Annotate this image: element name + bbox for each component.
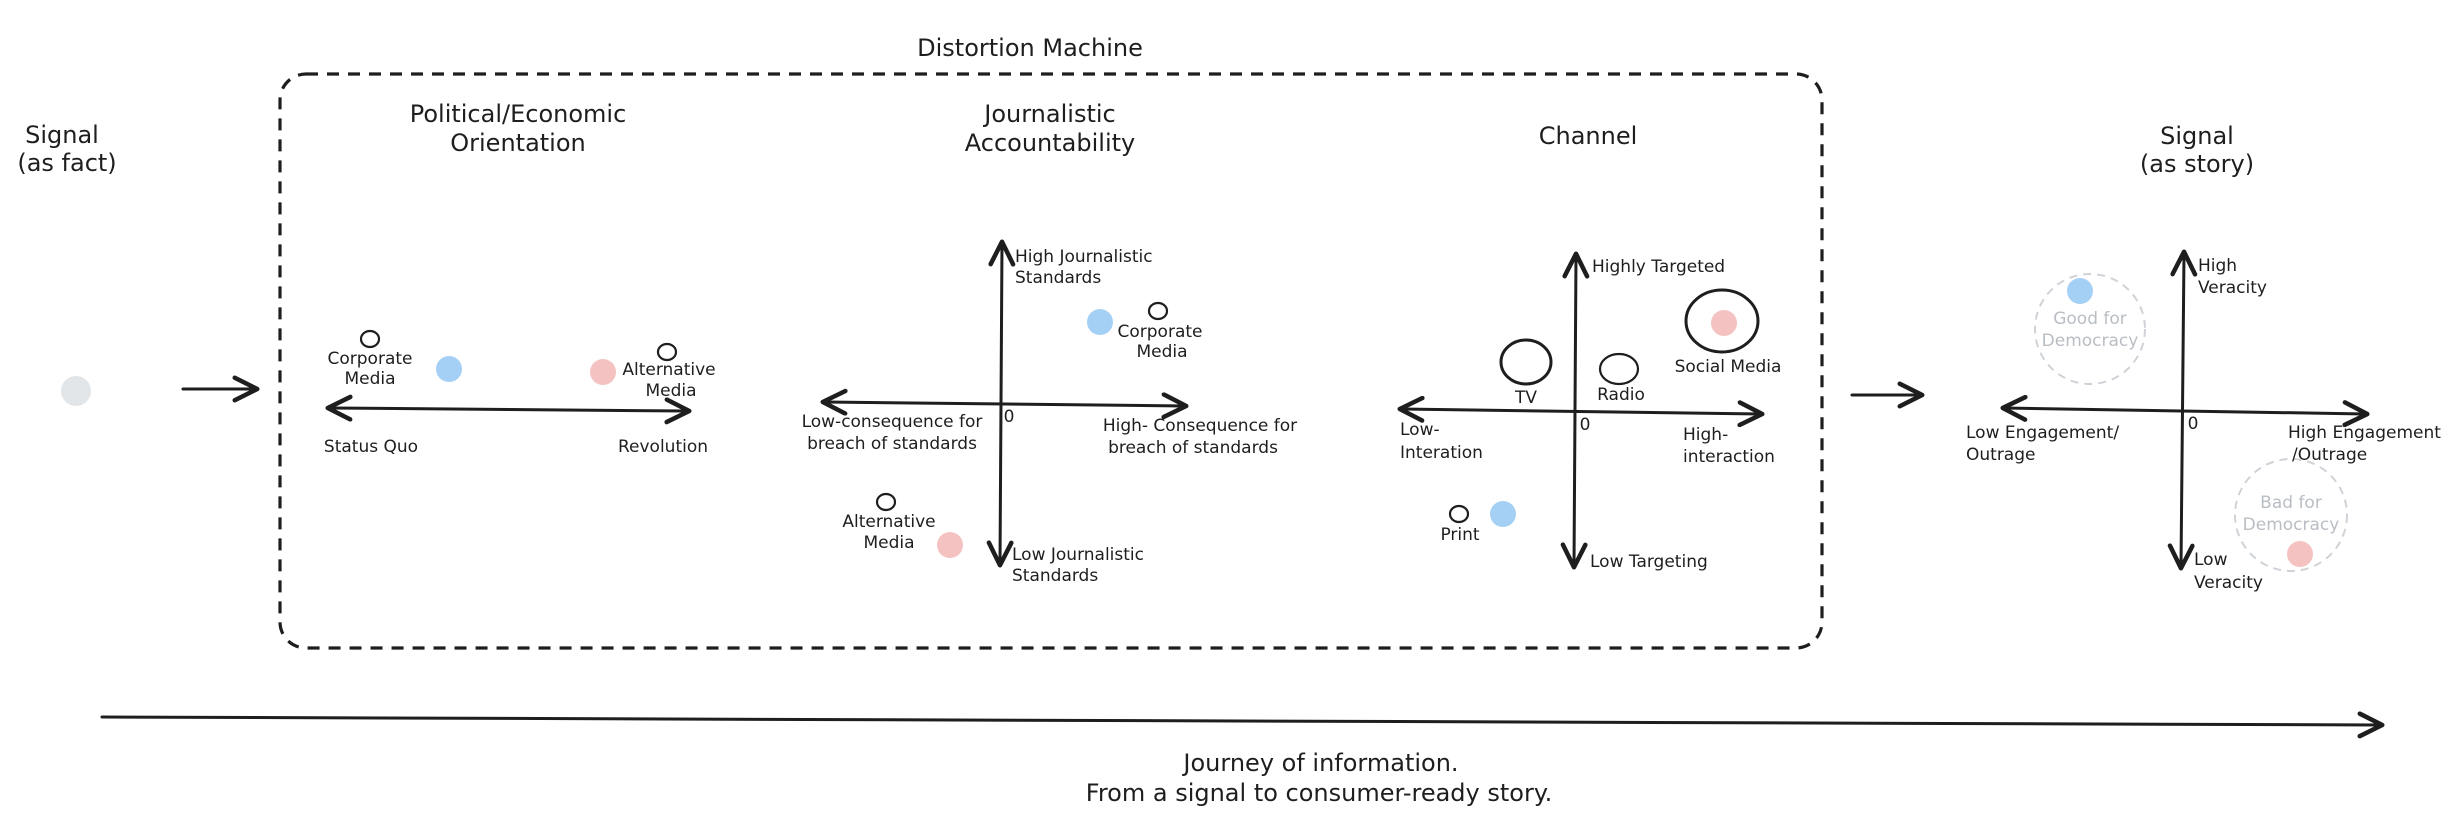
journalistic-left-line2: breach of standards <box>807 434 977 454</box>
journalistic-corporate-line2: Media <box>1136 342 1187 362</box>
channel-tv-label: TV <box>1514 388 1537 408</box>
channel-blue-dot <box>1490 501 1516 527</box>
political-corporate-line1: Corporate <box>328 349 413 369</box>
journalistic-alternative-line1: Alternative <box>842 512 935 532</box>
journalistic-pink-dot <box>937 532 963 558</box>
political-pink-dot <box>590 359 616 385</box>
political-title-line1: Political/Economic <box>410 100 627 128</box>
journalistic-title-line2: Accountability <box>965 129 1135 157</box>
channel-social-label: Social Media <box>1675 357 1782 377</box>
channel-pink-dot <box>1711 310 1737 336</box>
story-left-line1: Low Engagement/ <box>1966 423 2119 443</box>
machine-frame <box>278 72 1824 650</box>
signal-fact-line2: (as fact) <box>17 149 116 177</box>
journalistic-right-line1: High- Consequence for <box>1103 416 1297 436</box>
story-blue-dot <box>2067 278 2093 304</box>
story-bottom-line2: Veracity <box>2194 573 2263 593</box>
bad-for-democracy-line2: Democracy <box>2243 515 2340 535</box>
channel-right-line2: interaction <box>1683 447 1775 467</box>
channel-left-line2: Interation <box>1400 443 1483 463</box>
journalistic-corporate-line1: Corporate <box>1118 322 1203 342</box>
channel-print-label: Print <box>1440 525 1479 545</box>
political-left-label: Status Quo <box>324 437 418 457</box>
journalistic-bottom-line2: Standards <box>1012 566 1098 586</box>
signal-story-group: Signal (as story) <box>2140 122 2254 178</box>
story-origin: 0 <box>2188 414 2199 434</box>
channel-print-marker <box>1448 504 1470 524</box>
channel-chart: Channel Highly Targeted Low Targeting Lo… <box>1397 122 1782 572</box>
story-top-line1: High <box>2198 256 2237 276</box>
story-right-line1: High Engagement <box>2288 423 2441 443</box>
journalistic-top-line2: Standards <box>1015 268 1101 288</box>
political-corporate-marker <box>359 329 381 349</box>
story-top-line2: Veracity <box>2198 278 2267 298</box>
channel-radio-label: Radio <box>1597 385 1645 405</box>
journalistic-bottom-line1: Low Journalistic <box>1012 545 1144 565</box>
channel-horizontal-axis <box>1397 395 1765 428</box>
journalistic-title-line1: Journalistic <box>982 100 1115 128</box>
signal-story-line1: Signal <box>2160 122 2234 150</box>
channel-radio-marker <box>1598 352 1640 386</box>
journalistic-right-line2: breach of standards <box>1108 438 1278 458</box>
good-for-democracy-line1: Good for <box>2053 309 2127 329</box>
story-pink-dot <box>2287 541 2313 567</box>
political-corporate-line2: Media <box>344 369 395 389</box>
political-alternative-line2: Media <box>645 381 696 401</box>
signal-story-line2: (as story) <box>2140 150 2254 178</box>
journey-line2: From a signal to consumer-ready story. <box>1086 779 1552 807</box>
journalistic-alternative-line2: Media <box>863 533 914 553</box>
journalistic-horizontal-axis <box>820 388 1189 420</box>
signal-fact-line1: Signal <box>25 121 99 149</box>
signal-fact-group: Signal (as fact) <box>17 121 117 406</box>
signal-fact-dot <box>61 376 91 406</box>
story-left-line2: Outrage <box>1966 445 2035 465</box>
channel-right-line1: High- <box>1683 425 1728 445</box>
bad-for-democracy-region <box>2234 458 2348 572</box>
channel-bottom-label: Low Targeting <box>1590 552 1708 572</box>
journalistic-left-line1: Low-consequence for <box>802 412 983 432</box>
channel-social-marker <box>1684 288 1760 354</box>
political-blue-dot <box>436 356 462 382</box>
political-right-label: Revolution <box>618 437 708 457</box>
journalistic-alternative-marker <box>875 492 897 512</box>
journalistic-chart: Journalistic Accountability High Journal… <box>802 100 1298 586</box>
channel-title: Channel <box>1539 122 1638 150</box>
political-alternative-line1: Alternative <box>622 360 715 380</box>
channel-left-line1: Low- <box>1400 420 1440 440</box>
story-bottom-line1: Low <box>2194 550 2228 570</box>
channel-top-label: Highly Targeted <box>1592 257 1725 277</box>
journalistic-top-line1: High Journalistic <box>1015 247 1153 267</box>
good-for-democracy-line2: Democracy <box>2042 331 2139 351</box>
machine-title: Distortion Machine <box>917 34 1143 62</box>
journey-line1: Journey of information. <box>1181 749 1458 777</box>
journalistic-origin: 0 <box>1004 407 1015 427</box>
political-chart: Political/Economic Orientation Status Qu… <box>324 100 716 457</box>
journalistic-blue-dot <box>1087 309 1113 335</box>
political-title-line2: Orientation <box>450 129 586 157</box>
story-horizontal-axis <box>2000 394 2370 428</box>
journalistic-corporate-marker <box>1147 301 1169 321</box>
story-right-line2: /Outrage <box>2292 445 2367 465</box>
bad-for-democracy-line1: Bad for <box>2260 493 2322 513</box>
political-axis <box>325 394 692 425</box>
journey-arrow <box>100 711 2385 739</box>
channel-origin: 0 <box>1580 415 1591 435</box>
good-for-democracy-region <box>2034 273 2146 385</box>
political-alternative-marker <box>656 342 678 362</box>
channel-tv-marker <box>1499 338 1553 386</box>
story-chart: Good for Democracy Bad for Democracy Hig… <box>1966 249 2441 593</box>
